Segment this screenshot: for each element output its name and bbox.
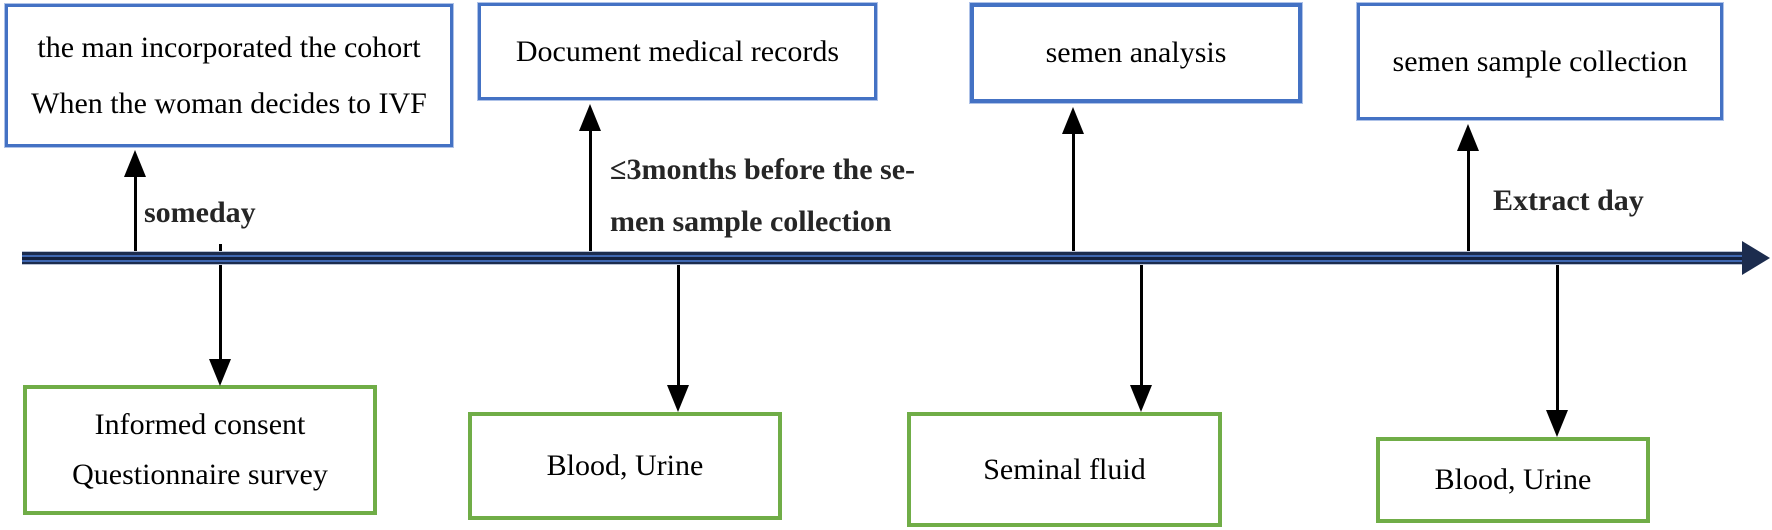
stage-box-semen-analysis: semen analysis bbox=[970, 3, 1302, 103]
stage-box-line: semen analysis bbox=[1045, 36, 1227, 69]
sample-box-blood-urine-2: Blood, Urine bbox=[1376, 437, 1650, 523]
arrowhead-icon bbox=[124, 150, 146, 177]
sample-box-line: Blood, Urine bbox=[546, 449, 704, 482]
arrowhead-icon bbox=[1457, 124, 1479, 151]
arrowhead-icon bbox=[1062, 107, 1084, 134]
arrowhead-icon bbox=[1130, 385, 1152, 412]
arrowhead-icon bbox=[667, 385, 689, 412]
sample-box-line: Questionnaire survey bbox=[72, 458, 328, 491]
arrowhead-icon bbox=[209, 359, 231, 386]
stage-box-line: semen sample collection bbox=[1392, 44, 1688, 78]
arrow-stem bbox=[1467, 148, 1470, 258]
stage-box-document-medical-records: Document medical records bbox=[478, 3, 877, 100]
arrow-stem bbox=[219, 244, 222, 362]
stage-box-line: Document medical records bbox=[515, 34, 840, 68]
up-arrow-icon bbox=[579, 104, 601, 258]
sample-box-line: Informed consent bbox=[94, 408, 306, 441]
down-arrow-icon bbox=[209, 244, 231, 386]
sample-box-seminal-fluid: Seminal fluid bbox=[907, 412, 1222, 527]
timing-label-line: ≤3months before the se- bbox=[610, 153, 916, 186]
arrow-stem bbox=[677, 262, 680, 388]
timing-label-extract-day: Extract day bbox=[1493, 184, 1644, 217]
arrow-stem bbox=[1556, 262, 1559, 413]
arrow-stem bbox=[1072, 131, 1075, 258]
arrowhead-icon bbox=[1546, 410, 1568, 437]
stage-box-semen-sample-collection: semen sample collection bbox=[1357, 3, 1723, 120]
up-arrow-icon bbox=[1457, 124, 1479, 258]
sample-box-line: Blood, Urine bbox=[1434, 463, 1592, 496]
sample-box-blood-urine-1: Blood, Urine bbox=[468, 412, 782, 520]
arrow-stem bbox=[1140, 262, 1143, 388]
up-arrow-icon bbox=[1062, 107, 1084, 258]
stage-box-cohort-incorporation: the man incorporated the cohort When the… bbox=[5, 4, 453, 147]
stage-box-line: When the woman decides to IVF bbox=[31, 86, 427, 120]
timeline-axis bbox=[22, 251, 1746, 265]
up-arrow-icon bbox=[124, 150, 146, 258]
timing-label-line: men sample collection bbox=[610, 205, 892, 238]
timeline-arrowhead-icon bbox=[1742, 241, 1770, 275]
down-arrow-icon bbox=[1130, 262, 1152, 412]
timing-label-someday: someday bbox=[144, 196, 256, 229]
arrowhead-icon bbox=[579, 104, 601, 131]
arrow-stem bbox=[134, 174, 137, 258]
stage-box-line: the man incorporated the cohort bbox=[37, 30, 421, 64]
timing-label-3months-before-collection: ≤3months before the se- men sample colle… bbox=[610, 144, 950, 248]
arrow-stem bbox=[589, 128, 592, 258]
sample-box-line: Seminal fluid bbox=[983, 452, 1146, 486]
down-arrow-icon bbox=[1546, 262, 1568, 437]
sample-box-informed-consent: Informed consent Questionnaire survey bbox=[23, 385, 377, 515]
down-arrow-icon bbox=[667, 262, 689, 412]
